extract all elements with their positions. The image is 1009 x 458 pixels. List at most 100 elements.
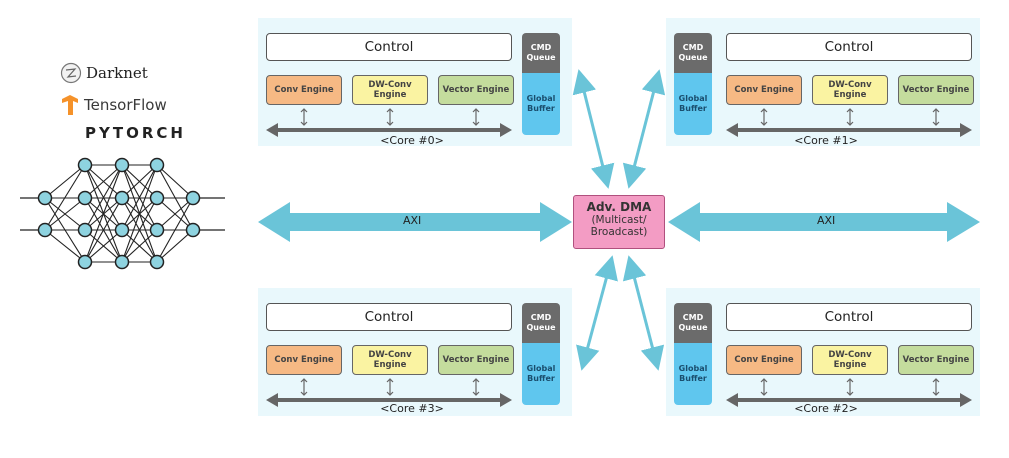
tensorflow-label: TensorFlow	[84, 96, 167, 114]
engine-bus-arrow-icon	[846, 378, 854, 396]
internal-bus-arrow	[266, 123, 512, 137]
engine-bus-arrow-icon	[472, 378, 480, 396]
core-label: <Core #2>	[794, 402, 858, 415]
pytorch-logo: PYTORCH	[85, 124, 186, 142]
nn-node	[114, 157, 130, 173]
cmd-queue: CMD Queue	[674, 33, 712, 73]
nn-edge	[44, 229, 86, 263]
axi-left-label: AXI	[403, 214, 422, 227]
nn-edge	[84, 164, 123, 231]
nn-node	[114, 190, 130, 206]
nn-edge	[84, 229, 123, 263]
core2-dma-arrow	[622, 255, 665, 371]
axi-right-label: AXI	[817, 214, 836, 227]
engine-bus-arrow-icon	[760, 378, 768, 396]
conv-engine: Conv Engine	[726, 75, 802, 105]
cmd-queue: CMD Queue	[522, 33, 560, 73]
engine-bus-arrow-icon	[932, 108, 940, 126]
nn-node	[185, 190, 201, 206]
engine-bus-arrow-icon	[386, 108, 394, 126]
engine-bus-arrow-icon	[300, 378, 308, 396]
axi-left-arrow	[258, 202, 572, 242]
engine-bus-arrow-icon	[472, 108, 480, 126]
darknet-logo: Darknet	[60, 62, 148, 84]
nn-node	[149, 157, 165, 173]
nn-edge	[44, 164, 86, 199]
engine-bus-arrow-icon	[386, 378, 394, 396]
global-buffer: Global Buffer	[522, 343, 560, 405]
pytorch-label: PYTORCH	[85, 124, 186, 142]
core-label: <Core #3>	[380, 402, 444, 415]
nn-node	[149, 254, 165, 270]
conv-engine: Conv Engine	[266, 75, 342, 105]
nn-edge	[156, 164, 194, 199]
nn-node	[37, 222, 53, 238]
dw-conv-engine: DW-Conv Engine	[352, 345, 428, 375]
vector-engine: Vector Engine	[898, 75, 974, 105]
engine-bus-arrow-icon	[300, 108, 308, 126]
nn-node	[77, 190, 93, 206]
dw-conv-engine: DW-Conv Engine	[812, 345, 888, 375]
vector-engine: Vector Engine	[438, 345, 514, 375]
nn-node	[77, 157, 93, 173]
tensorflow-icon	[62, 95, 78, 115]
tensorflow-logo: TensorFlow	[60, 94, 167, 116]
adv-dma-box: Adv. DMA (Multicast/ Broadcast)	[573, 195, 665, 249]
core3-dma-arrow	[576, 255, 618, 371]
nn-edge	[44, 197, 86, 231]
engine-bus-arrow-icon	[932, 378, 940, 396]
vector-engine: Vector Engine	[438, 75, 514, 105]
nn-node	[77, 222, 93, 238]
nn-node	[114, 254, 130, 270]
dma-line2: Broadcast)	[590, 226, 648, 238]
internal-bus-arrow	[266, 393, 512, 407]
control-block: Control	[726, 33, 972, 61]
global-buffer: Global Buffer	[674, 343, 712, 405]
nn-edge	[156, 229, 194, 263]
neural-network-diagram	[20, 157, 225, 270]
internal-bus-arrow	[726, 393, 972, 407]
dma-title: Adv. DMA	[586, 200, 652, 214]
core-label: <Core #0>	[380, 134, 444, 147]
global-buffer: Global Buffer	[522, 73, 560, 135]
nn-edge	[84, 164, 123, 199]
dw-conv-engine: DW-Conv Engine	[352, 75, 428, 105]
nn-edge	[121, 229, 158, 263]
conv-engine: Conv Engine	[726, 345, 802, 375]
core1-dma-arrow	[622, 69, 666, 189]
nn-edge	[121, 197, 158, 263]
nn-edge	[44, 164, 86, 231]
darknet-icon	[60, 62, 82, 84]
global-buffer: Global Buffer	[674, 73, 712, 135]
nn-node	[149, 222, 165, 238]
axi-right-arrow	[668, 202, 980, 242]
nn-edge	[156, 197, 194, 231]
control-block: Control	[266, 303, 512, 331]
core0-dma-arrow	[572, 69, 615, 189]
engine-bus-arrow-icon	[846, 108, 854, 126]
nn-edge	[121, 164, 158, 263]
vector-engine: Vector Engine	[898, 345, 974, 375]
nn-edge	[156, 197, 194, 263]
nn-node	[185, 222, 201, 238]
nn-edge	[121, 164, 158, 199]
cmd-queue: CMD Queue	[674, 303, 712, 343]
core-label: <Core #1>	[794, 134, 858, 147]
nn-node	[77, 254, 93, 270]
nn-node	[114, 222, 130, 238]
internal-bus-arrow	[726, 123, 972, 137]
dw-conv-engine: DW-Conv Engine	[812, 75, 888, 105]
nn-node	[149, 190, 165, 206]
dma-line1: (Multicast/	[591, 214, 647, 226]
darknet-label: Darknet	[86, 64, 148, 82]
nn-edge	[84, 197, 123, 263]
control-block: Control	[266, 33, 512, 61]
control-block: Control	[726, 303, 972, 331]
conv-engine: Conv Engine	[266, 345, 342, 375]
nn-edge	[84, 164, 123, 263]
